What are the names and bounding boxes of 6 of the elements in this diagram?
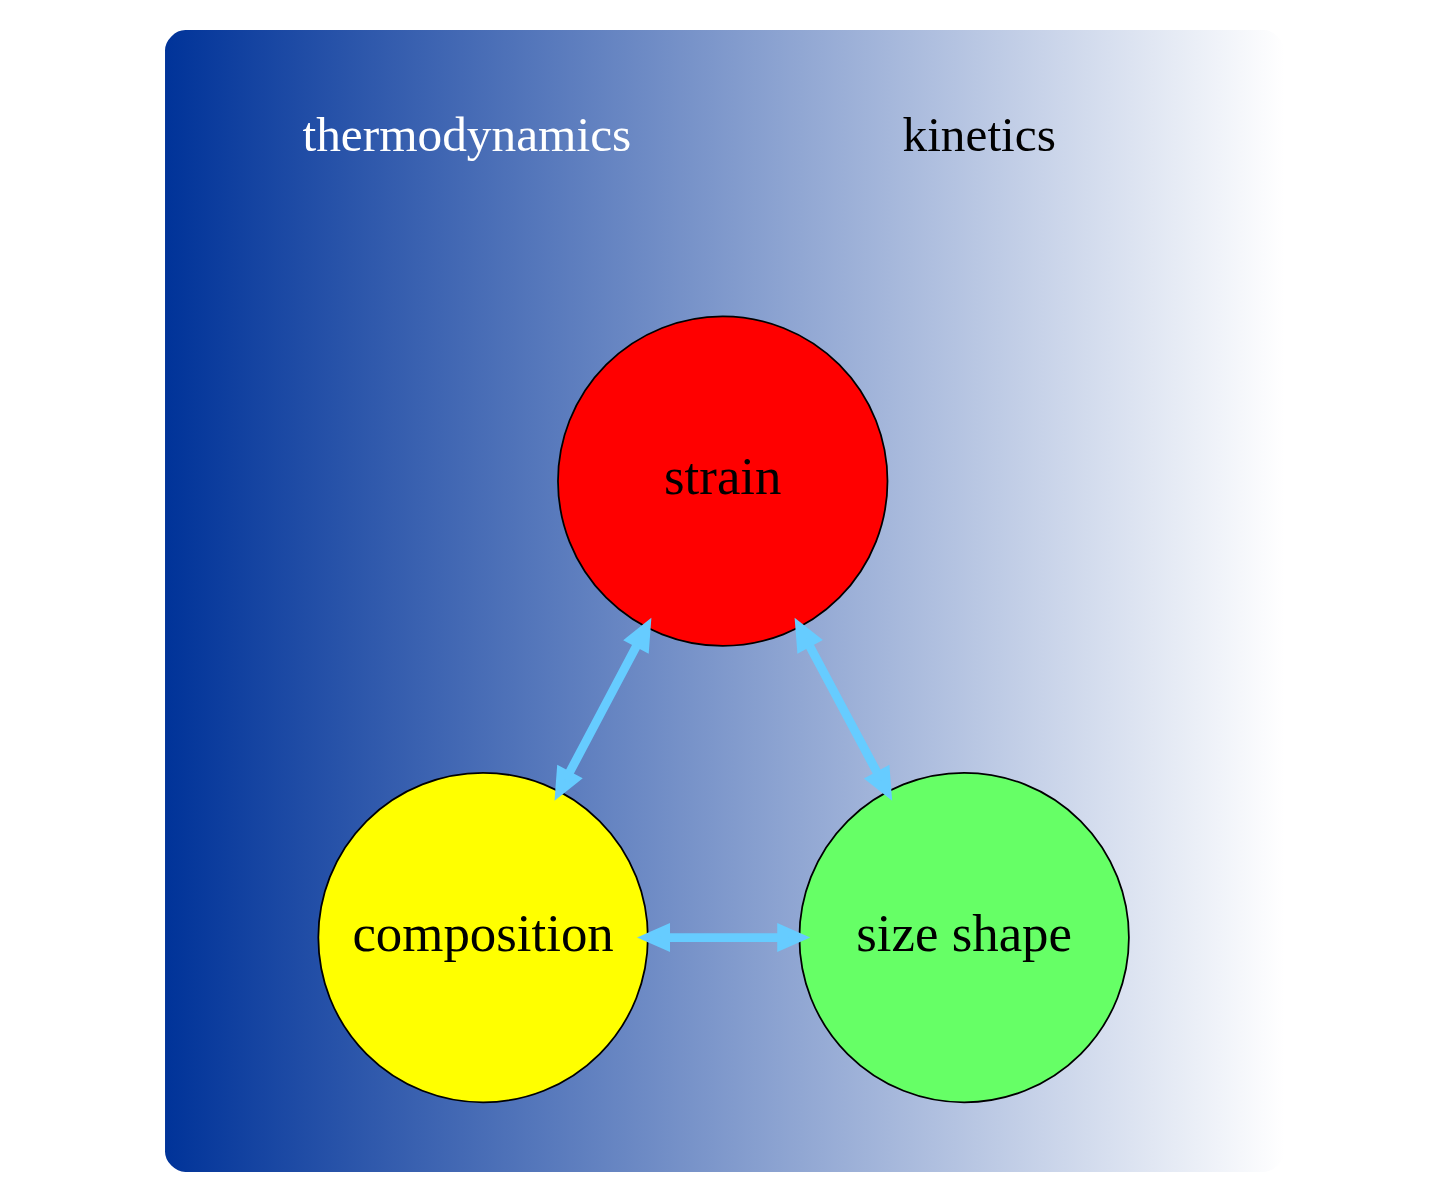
arrow [637, 923, 811, 952]
node-circle: size shape [798, 771, 1130, 1104]
arrow [554, 617, 652, 801]
node-circle: composition [317, 771, 649, 1104]
node-circle: strain [557, 315, 889, 647]
arrow [794, 617, 893, 801]
